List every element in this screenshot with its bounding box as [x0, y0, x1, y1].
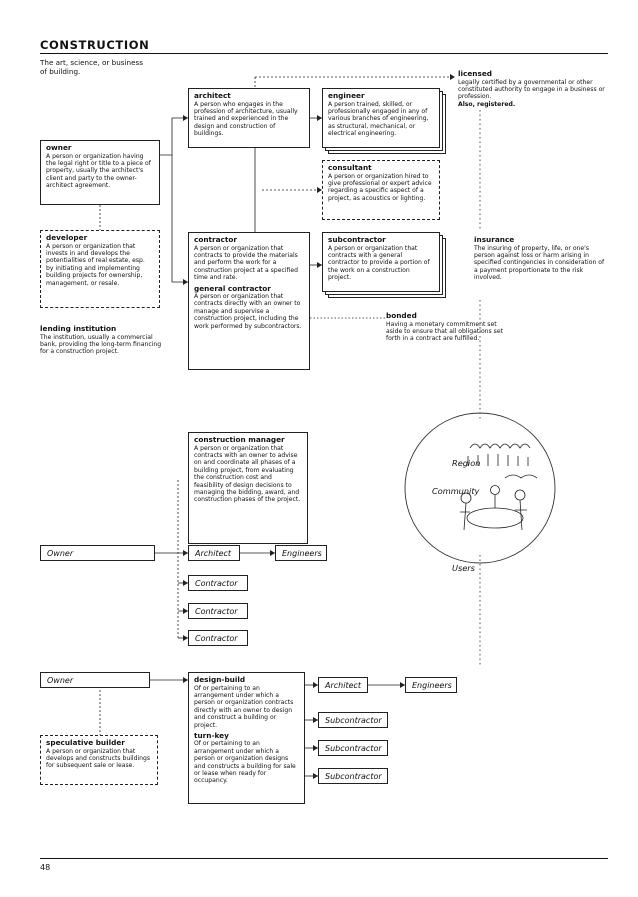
- design-build-term: design-build: [194, 675, 246, 684]
- cm-architect-box: Architect: [188, 545, 240, 561]
- developer-term: developer: [46, 233, 88, 242]
- contractor-term: contractor: [194, 235, 237, 244]
- cm-contractor-box-3: Contractor: [188, 630, 248, 646]
- construction-manager-term: construction manager: [194, 435, 285, 444]
- turn-key-def: Of or pertaining to an arrangement under…: [194, 740, 296, 785]
- cm-contractor-box-1: Contractor: [188, 575, 248, 591]
- subcontractor-term: subcontractor: [328, 235, 386, 244]
- users-label: Users: [452, 563, 475, 573]
- db-subcontractor-box-1: Subcontractor: [318, 712, 388, 728]
- owner-def: A person or organization having the lega…: [46, 152, 151, 190]
- bonded-term: bonded: [386, 311, 417, 320]
- licensed-note: licensed Legally certified by a governme…: [458, 69, 608, 108]
- architect-def: A person who engages in the profession o…: [194, 100, 298, 138]
- engineer-box: engineer A person trained, skilled, or p…: [322, 88, 440, 148]
- insurance-note: insurance The insuring of property, life…: [474, 235, 608, 282]
- consultant-term: consultant: [328, 163, 372, 172]
- people-sketch: [460, 443, 538, 531]
- cm-owner-box: Owner: [40, 545, 155, 561]
- contractor-def: A person or organization that contracts …: [194, 244, 298, 282]
- community-label: Community: [432, 486, 480, 496]
- footer-rule: [40, 858, 608, 859]
- lending-institution-def: The institution, usually a commercial ba…: [40, 333, 162, 356]
- general-contractor-term: general contractor: [194, 283, 271, 293]
- general-contractor-def: A person or organization that contracts …: [194, 293, 302, 330]
- consultant-def: A person or organization hired to give p…: [328, 172, 432, 202]
- engineer-def: A person trained, skilled, or profession…: [328, 100, 429, 138]
- page-number: 48: [40, 863, 51, 872]
- consultant-box: consultant A person or organization hire…: [322, 160, 440, 220]
- speculative-builder-term: speculative builder: [46, 738, 125, 747]
- db-architect-box: Architect: [318, 677, 368, 693]
- licensed-also: Also, registered.: [458, 100, 516, 108]
- bonded-def: Having a monetary commitment set aside t…: [386, 320, 503, 343]
- speculative-builder-def: A person or organization that develops a…: [46, 747, 151, 770]
- construction-manager-box: construction manager A person or organiz…: [188, 432, 308, 544]
- owner-term: owner: [46, 143, 72, 152]
- db-owner-box: Owner: [40, 672, 150, 688]
- architect-term: architect: [194, 91, 231, 100]
- bonded-note: bonded Having a monetary commitment set …: [386, 311, 506, 343]
- engineer-term: engineer: [328, 91, 365, 100]
- cm-contractor-box-2: Contractor: [188, 603, 248, 619]
- region-label: Region: [452, 458, 481, 468]
- architect-box: architect A person who engages in the pr…: [188, 88, 310, 148]
- speculative-builder-box: speculative builder A person or organiza…: [40, 735, 158, 785]
- db-subcontractor-box-2: Subcontractor: [318, 740, 388, 756]
- insurance-term: insurance: [474, 235, 515, 244]
- design-build-def: Of or pertaining to an arrangement under…: [194, 684, 294, 729]
- lending-institution-note: lending institution The institution, usu…: [40, 324, 162, 356]
- developer-box: developer A person or organization that …: [40, 230, 160, 308]
- developer-def: A person or organization that invests in…: [46, 242, 145, 287]
- cm-engineers-box: Engineers: [275, 545, 327, 561]
- design-build-box: design-build Of or pertaining to an arra…: [188, 672, 305, 804]
- db-subcontractor-box-3: Subcontractor: [318, 768, 388, 784]
- owner-box: owner A person or organization having th…: [40, 140, 160, 205]
- turn-key-term: turn-key: [194, 730, 229, 740]
- title-rule: [40, 53, 608, 54]
- contractor-box: contractor A person or organization that…: [188, 232, 310, 370]
- construction-manager-def: A person or organization that contracts …: [194, 444, 301, 504]
- insurance-def: The insuring of property, life, or one's…: [474, 244, 605, 282]
- db-engineers-box: Engineers: [405, 677, 457, 693]
- licensed-term: licensed: [458, 69, 492, 78]
- page-title: CONSTRUCTION: [40, 38, 150, 52]
- subcontractor-def: A person or organization that contracts …: [328, 244, 430, 282]
- subcontractor-box: subcontractor A person or organization t…: [322, 232, 440, 292]
- licensed-def: Legally certified by a governmental or o…: [458, 78, 605, 101]
- lending-institution-term: lending institution: [40, 324, 117, 333]
- page-subtitle: The art, science, or business of buildin…: [40, 58, 143, 76]
